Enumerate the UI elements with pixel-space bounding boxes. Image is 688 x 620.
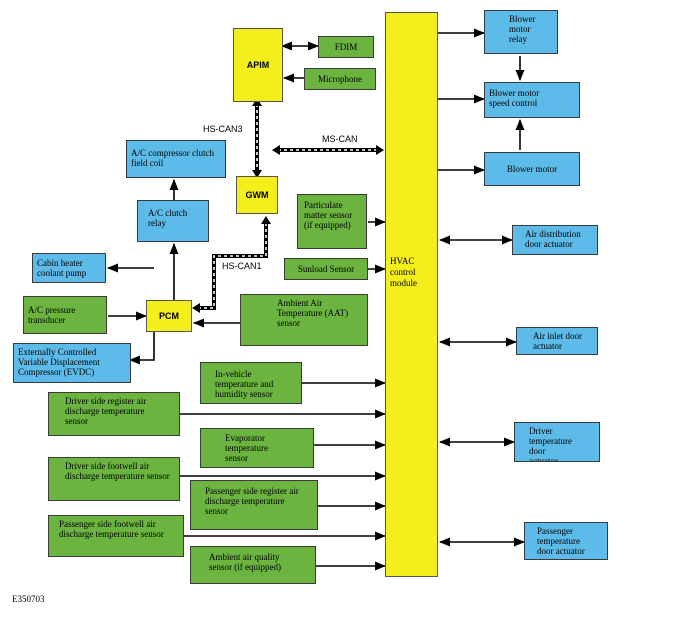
evaporator-sensor: Evaporator temperature sensor xyxy=(200,428,314,468)
passenger-footwell-sensor: Passenger side footwell air discharge te… xyxy=(48,515,184,557)
blower-motor: Blower motor xyxy=(484,152,580,186)
blower-motor-relay: Blower motor relay xyxy=(484,10,558,54)
cabin-heater-coolant-pump: Cabin heater coolant pump xyxy=(32,253,106,283)
microphone: Microphone xyxy=(304,68,376,90)
aat-sensor: Ambient Air Temperature (AAT) sensor xyxy=(240,294,368,346)
driver-temperature-door-actuator: Driver temperature door actuator xyxy=(514,422,600,462)
sunload-sensor: Sunload Sensor xyxy=(284,258,368,280)
apim-module: APIM xyxy=(233,28,283,102)
link-pcm-evdc xyxy=(128,332,155,365)
bus-label-hs-can1: HS-CAN1 xyxy=(222,261,262,271)
in-vehicle-temperature-sensor: In-vehicle temperature and humidity sens… xyxy=(200,362,302,404)
passenger-register-sensor: Passenger side register air discharge te… xyxy=(190,480,318,530)
evdc: Externally Controlled Variable Displacem… xyxy=(13,343,131,383)
pcm-module: PCM xyxy=(146,300,192,332)
blower-motor-speed-control: Blower motor speed control xyxy=(484,82,580,118)
driver-register-sensor: Driver side register air discharge tempe… xyxy=(48,392,180,436)
figure-id: E350703 xyxy=(12,594,45,604)
hvac-control-module: HVAC control module xyxy=(385,12,438,577)
bus-label-ms-can: MS-CAN xyxy=(322,134,358,144)
particulate-matter-sensor: Particulate matter sensor (if equipped) xyxy=(297,194,367,249)
fdim-module: FDIM xyxy=(318,36,374,58)
ac-clutch-relay: A/C clutch relay xyxy=(137,200,209,242)
ac-pressure-transducer: A/C pressure transducer xyxy=(23,296,107,334)
ambient-air-quality-sensor: Ambient air quality sensor (if equipped) xyxy=(190,546,316,584)
bus-label-hs-can3: HS-CAN3 xyxy=(203,124,243,134)
hvac-label: HVAC control module xyxy=(390,256,417,288)
air-distribution-door-actuator: Air distribution door actuator xyxy=(512,225,598,255)
ac-compressor-clutch-field-coil: A/C compressor clutch field coil xyxy=(126,140,226,178)
gwm-module: GWM xyxy=(236,176,278,214)
driver-footwell-sensor: Driver side footwell air discharge tempe… xyxy=(48,457,180,501)
passenger-temperature-door-actuator: Passenger temperature door actuator xyxy=(524,522,608,560)
air-inlet-door-actuator: Air inlet door actuator xyxy=(516,327,598,355)
